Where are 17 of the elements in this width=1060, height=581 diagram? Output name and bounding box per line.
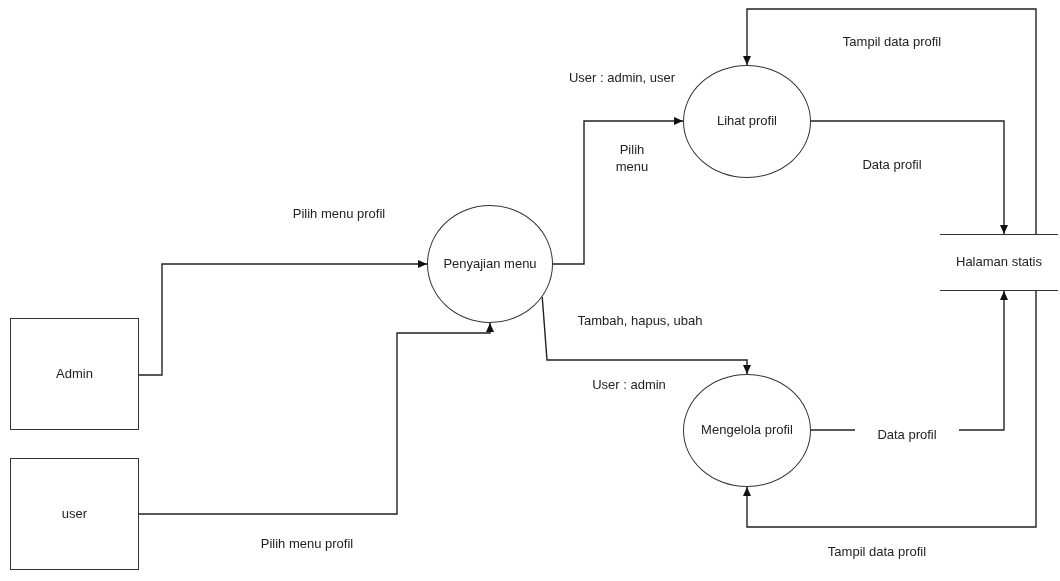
node-label: user — [60, 505, 89, 523]
arrow — [138, 260, 428, 376]
arrow — [743, 8, 1037, 235]
data-store — [940, 234, 1058, 291]
arrow — [541, 296, 751, 375]
node-label: Penyajian menu — [442, 255, 538, 273]
entity-box — [10, 458, 139, 570]
arrow — [138, 322, 494, 515]
arrow — [552, 117, 684, 265]
edge-label: Data profil — [855, 427, 959, 444]
arrow — [810, 120, 1008, 235]
node-label: Lihat profil — [716, 113, 778, 130]
node-label: Mengelola profil — [700, 422, 794, 439]
node-label: Admin — [55, 365, 94, 383]
entity-box — [10, 318, 139, 430]
node-label: Halaman statis — [955, 254, 1043, 271]
arrow — [743, 290, 1037, 528]
